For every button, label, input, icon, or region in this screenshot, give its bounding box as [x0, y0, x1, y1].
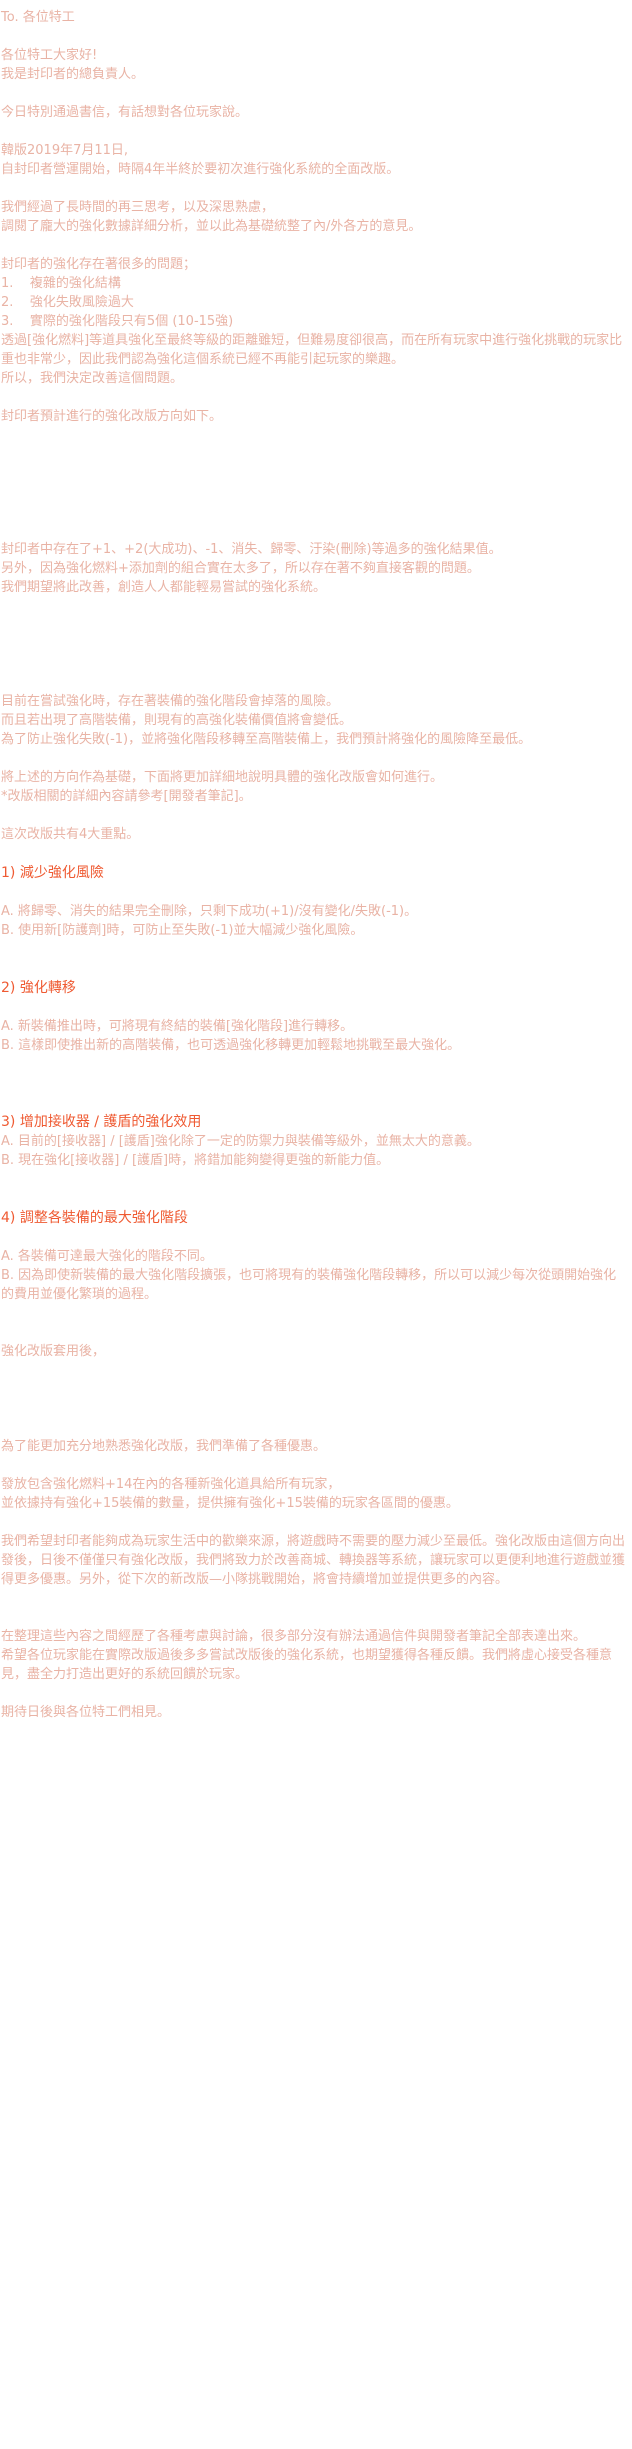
thought-text-1: 我們經過了長時間的再三思考，以及深思熟慮，	[1, 200, 275, 215]
outro-text-1: 在整理這些內容之間經歷了各種考慮與討論，很多部分沒有辦法通過信件與開發者筆記全部…	[1, 1629, 587, 1644]
point-4-heading: 4) 調整各裝備的最大強化階段	[1, 1210, 188, 1226]
problem-item-1: 1. 複雜的強化結構	[1, 276, 121, 291]
problems-decision: 所以，我們決定改善這個問題。	[1, 371, 184, 386]
problems-explain: 透過[強化燃料]等道具強化至最終等級的距離雖短，但難易度卻很高，而在所有玩家中進…	[1, 333, 623, 367]
history-date-text: 韓版2019年7月11日,	[1, 143, 129, 158]
problems-lead: 封印者的強化存在著很多的問題；	[1, 257, 197, 272]
after-applied-text: 強化改版套用後，	[1, 1344, 106, 1359]
section-c-line-2: *改版相關的詳細內容請參考[開發者筆記]。	[1, 789, 252, 804]
prep-text: 為了能更加充分地熟悉強化改版，我們準備了各種優惠。	[1, 1439, 327, 1454]
point-3-heading: 3) 增加接收器 / 護盾的強化效用	[1, 1114, 202, 1130]
point-1-line-a: A. 將歸零、消失的結果完全刪除，只剩下成功(+1)/沒有變化/失敗(-1)。	[1, 904, 418, 919]
section-a-line-1: 封印者中存在了+1、+2(大成功)、-1、消失、歸零、汙染(刪除)等過多的強化結…	[1, 542, 502, 557]
section-b-line-1: 目前在嘗試強化時，存在著裝備的強化階段會掉落的風險。	[1, 694, 340, 709]
section-a-line-3: 我們期望將此改善，創造人人都能輕易嘗試的強化系統。	[1, 580, 327, 595]
point-3-line-a: A. 目前的[接收器] / [護盾]強化除了一定的防禦力與裝備等級外，並無太大的…	[1, 1134, 480, 1149]
thought-text-2: 調閱了龐大的強化數據詳細分析，並以此為基礎統整了內/外各方的意見。	[1, 219, 422, 234]
point-4-line-b: B. 因為即使新裝備的最大強化階段擴張，也可將現有的裝備強化階段轉移，所以可以減…	[1, 1268, 617, 1302]
problem-item-2: 2. 強化失敗風險過大	[1, 295, 134, 310]
point-2-line-b: B. 這樣即使推出新的高階裝備，也可透過強化移轉更加輕鬆地挑戰至最大強化。	[1, 1038, 461, 1053]
outro-text-2: 希望各位玩家能在實際改版過後多多嘗試改版後的強化系統，也期望獲得各種反饋。我們將…	[1, 1648, 613, 1682]
section-b-line-2: 而且若出現了高階裝備，則現有的高強化裝備價值將會變低。	[1, 713, 353, 728]
history-text: 自封印者營運開始，時隔4年半終於要初次進行強化系統的全面改版。	[1, 162, 400, 177]
section-c-line-1: 將上述的方向作為基礎，下面將更加詳細地說明具體的強化改版會如何進行。	[1, 770, 444, 785]
letter-recipient: To. 各位特工	[1, 10, 75, 25]
problem-item-3: 3. 實際的強化階段只有5個 (10-15強)	[1, 314, 234, 329]
gift-text-1: 發放包含強化燃料+14在內的各種新強化道具給所有玩家，	[1, 1477, 341, 1492]
gift-text-2: 並依據持有強化+15裝備的數量，提供擁有強化+15裝備的玩家各區間的優惠。	[1, 1496, 459, 1511]
self-intro-text: 我是封印者的總負責人。	[1, 67, 145, 82]
greeting-text: 各位特工大家好!	[1, 48, 98, 63]
section-a-line-2: 另外，因為強化燃料+添加劑的組合實在太多了，所以存在著不夠直接客觀的問題。	[1, 561, 480, 576]
closing-text: 期待日後與各位特工們相見。	[1, 1705, 171, 1720]
point-4-line-a: A. 各裝備可達最大強化的階段不同。	[1, 1249, 213, 1264]
point-2-line-a: A. 新裝備推出時，可將現有終結的裝備[強化階段]進行轉移。	[1, 1019, 354, 1034]
point-1-heading: 1) 減少強化風險	[1, 865, 104, 881]
point-3-line-b: B. 現在強化[接收器] / [護盾]時，將錯加能夠變得更強的新能力值。	[1, 1153, 390, 1168]
purpose-text: 今日特別通過書信，有話想對各位玩家說。	[1, 105, 249, 120]
section-b-line-3: 為了防止強化失敗(-1)，並將強化階段移轉至高階裝備上，我們預計將強化的風險降至…	[1, 732, 532, 747]
direction-text: 封印者預計進行的強化改版方向如下。	[1, 409, 223, 424]
section-c-line-3: 這次改版共有4大重點。	[1, 827, 140, 842]
point-2-heading: 2) 強化轉移	[1, 980, 76, 996]
letter-document: To. 各位特工 各位特工大家好! 我是封印者的總負責人。 今日特別通過書信，有…	[1, 10, 626, 1720]
point-1-line-b: B. 使用新[防護劑]時，可防止至失敗(-1)並大幅減少強化風險。	[1, 923, 364, 938]
hope-text: 我們希望封印者能夠成為玩家生活中的歡樂來源，將遊戲時不需要的壓力減少至最低。強化…	[1, 1534, 626, 1587]
